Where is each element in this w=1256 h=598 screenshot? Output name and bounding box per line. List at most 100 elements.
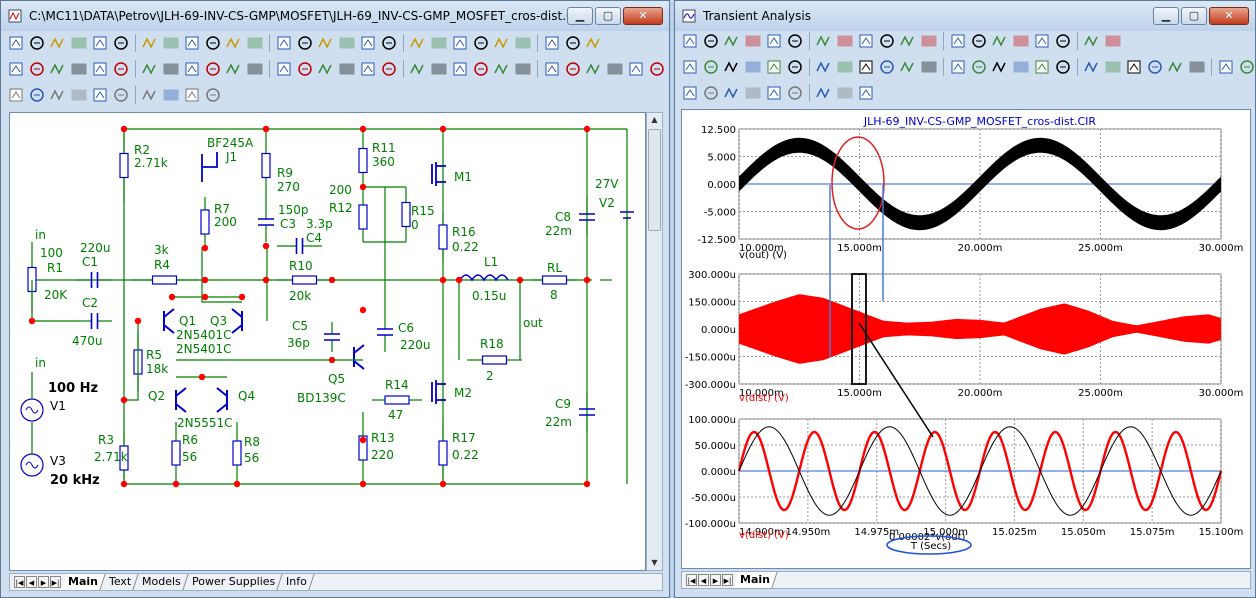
transistor-q1[interactable] — [163, 308, 175, 334]
mid-tool-13-icon[interactable] — [275, 60, 293, 78]
mid-tool-23-icon[interactable] — [493, 60, 511, 78]
resistor-r17[interactable] — [438, 440, 448, 466]
minimize-button[interactable]: ▁ — [1153, 7, 1179, 25]
plot-mid-tool-2-icon[interactable] — [702, 58, 720, 76]
plot-top-tool-6-icon[interactable] — [786, 32, 804, 50]
resistor-r3[interactable] — [119, 445, 129, 471]
top-tool-15-icon[interactable] — [317, 34, 335, 52]
plot-mid-tool-16-icon[interactable] — [1012, 58, 1030, 76]
top-tool-13-icon[interactable] — [275, 34, 293, 52]
plot-top-tool-2-icon[interactable] — [702, 32, 720, 50]
plot-top-tool-19-icon[interactable] — [1083, 32, 1101, 50]
resistor-r4[interactable] — [151, 275, 178, 285]
mid-tool-1-icon[interactable] — [7, 60, 25, 78]
plot-top-tool-14-icon[interactable] — [970, 32, 988, 50]
mid-tool-15-icon[interactable] — [317, 60, 335, 78]
plot-mid-tool-20-icon[interactable] — [1104, 58, 1122, 76]
plot-bot-tool-8-icon[interactable] — [836, 84, 854, 102]
tab-main[interactable]: Main — [61, 574, 106, 590]
scroll-up-button[interactable]: ▲ — [651, 115, 658, 124]
mid-tool-28-icon[interactable] — [606, 60, 624, 78]
resistor-r6[interactable] — [171, 440, 181, 466]
top-tool-27-icon[interactable] — [585, 34, 603, 52]
resistor-r14[interactable] — [384, 395, 410, 405]
top-tool-26-icon[interactable] — [564, 34, 582, 52]
mid-tool-20-icon[interactable] — [430, 60, 448, 78]
plot-top-tool-5-icon[interactable] — [765, 32, 783, 50]
top-tool-17-icon[interactable] — [359, 34, 377, 52]
plot-mid-tool-4-icon[interactable] — [744, 58, 762, 76]
plot-bot-tool-9-icon[interactable] — [857, 84, 875, 102]
plot-mid-tool-18-icon[interactable] — [1054, 58, 1072, 76]
top-tool-10-icon[interactable] — [204, 34, 222, 52]
mid-tool-29-icon[interactable] — [627, 60, 645, 78]
mid-tool-6-icon[interactable] — [112, 60, 130, 78]
top-tool-4-icon[interactable] — [70, 34, 88, 52]
resistor-r2[interactable] — [119, 152, 129, 179]
capacitor-c6[interactable] — [377, 328, 393, 336]
plot-mid-tool-25-icon[interactable] — [1217, 58, 1235, 76]
top-tool-3-icon[interactable] — [49, 34, 67, 52]
inductor-l1[interactable] — [459, 274, 509, 282]
title-bar[interactable]: C:\MC11\DATA\Petrov\JLH-69-INV-CS-GMP\MO… — [1, 1, 669, 31]
mid-tool-2-icon[interactable] — [28, 60, 46, 78]
transistor-q5[interactable] — [353, 344, 365, 370]
transistor-q3[interactable] — [231, 308, 243, 334]
title-bar[interactable]: Transient Analysis ▁ ▢ ✕ — [675, 1, 1255, 31]
bot-tool-10-icon[interactable] — [204, 86, 222, 104]
top-tool-14-icon[interactable] — [296, 34, 314, 52]
plot-mid-tool-24-icon[interactable] — [1188, 58, 1206, 76]
scroll-thumb[interactable] — [648, 129, 661, 231]
plot-bot-tool-5-icon[interactable] — [765, 84, 783, 102]
plot-mid-tool-1-icon[interactable] — [681, 58, 699, 76]
mid-tool-22-icon[interactable] — [472, 60, 490, 78]
top-tool-24-icon[interactable] — [514, 34, 532, 52]
plot-bot-tool-4-icon[interactable] — [744, 84, 762, 102]
plot-top-tool-11-icon[interactable] — [899, 32, 917, 50]
mid-tool-14-icon[interactable] — [296, 60, 314, 78]
plot-top-tool-9-icon[interactable] — [857, 32, 875, 50]
mid-tool-27-icon[interactable] — [585, 60, 603, 78]
first-tab-button[interactable]: |◀ — [686, 574, 697, 586]
bot-tool-5-icon[interactable] — [91, 86, 109, 104]
mid-tool-30-icon[interactable] — [648, 60, 666, 78]
mid-tool-10-icon[interactable] — [204, 60, 222, 78]
plot-mid-tool-3-icon[interactable] — [723, 58, 741, 76]
bot-tool-3-icon[interactable] — [49, 86, 67, 104]
top-tool-1-icon[interactable] — [7, 34, 25, 52]
bot-tool-4-icon[interactable] — [70, 86, 88, 104]
mid-tool-18-icon[interactable] — [380, 60, 398, 78]
plot-top-tool-17-icon[interactable] — [1033, 32, 1051, 50]
last-tab-button[interactable]: ▶| — [722, 574, 733, 586]
jfet-j1[interactable] — [201, 152, 218, 182]
maximize-button[interactable]: ▢ — [595, 7, 621, 25]
plot-mid-tool-13-icon[interactable] — [949, 58, 967, 76]
plot-mid-tool-8-icon[interactable] — [836, 58, 854, 76]
resistor-r8[interactable] — [232, 440, 242, 466]
resistor-r15[interactable] — [401, 201, 411, 228]
plot-top-tool-15-icon[interactable] — [991, 32, 1009, 50]
plot-bot-tool-7-icon[interactable] — [815, 84, 833, 102]
plot-bot-tool-3-icon[interactable] — [723, 84, 741, 102]
first-tab-button[interactable]: |◀ — [14, 576, 25, 588]
top-tool-2-icon[interactable] — [28, 34, 46, 52]
mid-tool-4-icon[interactable] — [70, 60, 88, 78]
plot-mid-tool-19-icon[interactable] — [1083, 58, 1101, 76]
plot-top-tool-3-icon[interactable] — [723, 32, 741, 50]
plot-top-tool-7-icon[interactable] — [815, 32, 833, 50]
mid-tool-17-icon[interactable] — [359, 60, 377, 78]
capacitor-c9[interactable] — [579, 408, 595, 416]
mid-tool-19-icon[interactable] — [409, 60, 427, 78]
battery-v2[interactable] — [620, 211, 634, 219]
mid-tool-21-icon[interactable] — [451, 60, 469, 78]
next-tab-button[interactable]: ▶ — [710, 574, 721, 586]
transistor-q2[interactable] — [175, 387, 187, 413]
top-tool-5-icon[interactable] — [91, 34, 109, 52]
prev-tab-button[interactable]: ◀ — [698, 574, 709, 586]
top-tool-16-icon[interactable] — [338, 34, 356, 52]
mosfet-m1[interactable] — [431, 162, 446, 186]
mid-tool-11-icon[interactable] — [225, 60, 243, 78]
vertical-scrollbar[interactable]: ▲ ▼ — [646, 112, 663, 571]
